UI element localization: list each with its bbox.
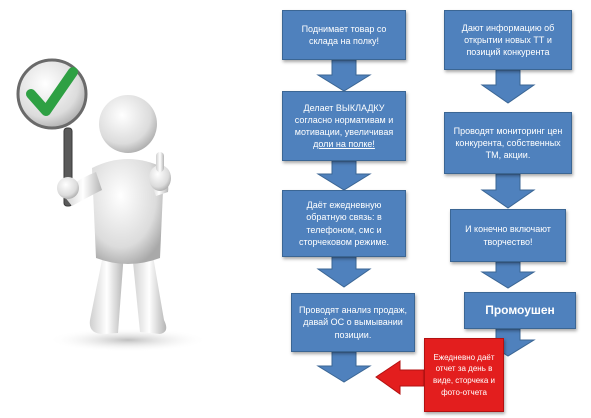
right-flow-arrows [480,69,536,357]
shelf-share-underlined: доли на полке! [313,139,375,150]
arrow-down [316,59,372,92]
figure-with-sign [16,58,208,352]
right-leg [132,250,167,334]
report-arrow-left [375,360,425,395]
arrow-down [316,256,372,288]
daily-report-box: Ежедневно даёт отчет за день в виде, сто… [424,338,504,412]
arrow-down [316,351,372,383]
arrow-down [480,69,536,104]
arrow-down [316,160,372,191]
right-hand [149,165,171,191]
arrow-down [480,173,536,209]
torso [92,159,164,264]
step-creativity: И конечно включают творчество! [450,209,566,262]
check-icon [26,67,78,116]
step-stock-to-shelf: Поднимает товар со склада на полку! [282,10,406,60]
step-sales-analysis: Проводят анализ продаж, давай ОС о вымыв… [291,293,415,352]
left-leg [89,250,124,334]
step-daily-feedback: Даёт ежедневную обратную связь: в телефо… [282,190,406,257]
left-hand [57,177,79,199]
arrow-down [480,261,536,289]
step-new-outlets-info: Дают информацию об открытии новых ТТ и п… [444,10,572,70]
thumb [156,152,164,172]
floor-shadow [48,328,208,352]
merchandising-text: Делает ВЫКЛАДКУ согласно нормативам и мо… [294,102,394,150]
step-price-monitoring: Проводят мониторинг цен конкурента, собс… [444,112,572,174]
left-flow-arrows [316,59,372,383]
step-promotion: Промоушен [464,292,576,329]
step-merchandising: Делает ВЫКЛАДКУ согласно нормативам и мо… [282,91,406,161]
head [99,95,157,153]
